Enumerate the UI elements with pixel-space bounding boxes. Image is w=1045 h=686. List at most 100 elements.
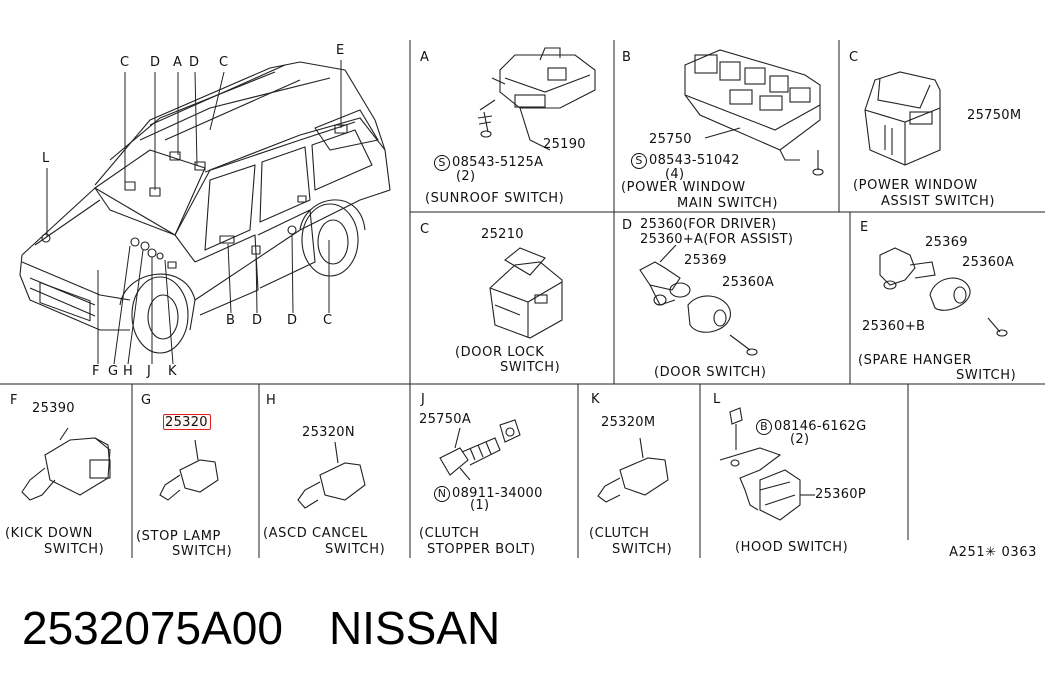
stop-lamp-switch-drawing — [159, 439, 219, 501]
callout-c: C — [120, 55, 130, 70]
panel-k-part-number: 25320M — [601, 415, 656, 430]
panel-e-part-c: 25360+B — [862, 319, 926, 334]
ascd-cancel-switch-drawing — [297, 441, 366, 509]
callout-c: C — [323, 313, 333, 328]
callout-j: J — [147, 364, 151, 379]
panel-c2-caption-1: (DOOR LOCK — [455, 345, 545, 360]
callout-d: D — [150, 55, 161, 70]
panel-e-caption-1: (SPARE HANGER — [858, 353, 973, 368]
panel-c1-caption-2: ASSIST SWITCH) — [881, 194, 995, 209]
panel-h-caption-1: (ASCD CANCEL — [263, 526, 368, 541]
panel-k-letter: K — [591, 392, 600, 407]
panel-a-part-number: 25190 — [543, 137, 586, 152]
panel-j-caption-1: (CLUTCH — [419, 526, 480, 541]
callout-a: A — [173, 55, 182, 70]
callout-d: D — [287, 313, 298, 328]
part-number-title: 2532075A00 — [22, 602, 283, 654]
panel-c2-letter: C — [420, 222, 430, 237]
panel-b-bolt-qty: (4) — [665, 167, 685, 182]
panel-e-part-a: 25369 — [925, 235, 968, 250]
panel-b-part-number: 25750 — [649, 132, 692, 147]
panel-e-caption-2: SWITCH) — [956, 368, 1017, 383]
panel-b-bolt-mark: S — [631, 153, 647, 169]
panel-f-caption-1: (KICK DOWN — [5, 526, 93, 541]
panel-j-letter: J — [421, 392, 425, 407]
vehicle-drawing — [19, 61, 391, 354]
panel-a-caption: (SUNROOF SWITCH) — [425, 191, 565, 206]
sunroof-switch-drawing — [477, 47, 596, 151]
panel-l-bolt-qty: (2) — [790, 432, 810, 447]
door-lock-switch-drawing — [489, 247, 563, 339]
callout-c: C — [219, 55, 229, 70]
panel-l-bolt-mark: B — [756, 419, 772, 435]
panel-g-part-number: 25320 — [165, 415, 208, 430]
panel-l-caption: (HOOD SWITCH) — [735, 540, 849, 555]
panel-b-caption-2: MAIN SWITCH) — [677, 196, 779, 211]
panel-g-caption-2: SWITCH) — [172, 544, 233, 559]
callout-f: F — [92, 364, 100, 379]
panel-b-letter: B — [622, 50, 631, 65]
callout-l: L — [42, 151, 50, 166]
panel-e-letter: E — [860, 220, 869, 235]
panel-d-part-c: 25360A — [722, 275, 775, 290]
kick-down-switch-drawing — [21, 427, 111, 501]
panel-j-nut-mark: N — [434, 486, 450, 502]
panel-b-caption-1: (POWER WINDOW — [621, 180, 746, 195]
panel-l-part-number: 25360P — [815, 487, 866, 502]
callout-d: D — [189, 55, 200, 70]
clutch-switch-drawing — [597, 437, 669, 503]
highlight-box — [163, 414, 211, 430]
callout-k: K — [168, 364, 177, 379]
panel-f-letter: F — [10, 393, 18, 408]
footer: 2532075A00 NISSAN — [22, 600, 546, 656]
panel-l-letter: L — [713, 392, 721, 407]
hood-switch-drawing — [719, 407, 815, 521]
panel-e-part-b: 25360A — [962, 255, 1015, 270]
panel-c1-letter: C — [849, 50, 859, 65]
panel-c2-caption-2: SWITCH) — [500, 360, 561, 375]
clutch-stopper-bolt-drawing — [439, 419, 521, 481]
brand-name: NISSAN — [328, 602, 501, 654]
panel-g-letter: G — [141, 393, 152, 408]
panel-d-caption: (DOOR SWITCH) — [654, 365, 767, 380]
callout-h: H — [123, 364, 133, 379]
panel-f-part-number: 25390 — [32, 401, 75, 416]
panel-d-part-line-2: 25360+A(FOR ASSIST) — [640, 232, 794, 247]
panel-j-nut-qty: (1) — [470, 498, 490, 513]
spare-hanger-switch-drawing — [879, 247, 1008, 337]
panel-j-nut-number: 08911-34000 — [452, 486, 543, 501]
callout-e: E — [336, 43, 345, 58]
panel-a-bolt-mark: S — [434, 155, 450, 171]
power-window-assist-switch-drawing — [864, 71, 941, 166]
panel-c1-part-number: 25750M — [967, 108, 1022, 123]
power-window-main-switch-drawing — [684, 49, 824, 176]
panel-c2-part-number: 25210 — [481, 227, 524, 242]
callout-d: D — [252, 313, 263, 328]
panel-d-letter: D — [622, 218, 633, 233]
diagram-reference-code: A251✳ 0363 — [949, 545, 1037, 560]
panel-d-part-line-1: 25360(FOR DRIVER) — [640, 217, 777, 232]
panel-k-caption-2: SWITCH) — [612, 542, 673, 557]
panel-j-caption-2: STOPPER BOLT) — [427, 542, 536, 557]
callout-g: G — [108, 364, 119, 379]
panel-a-bolt-number: 08543-5125A — [452, 155, 544, 170]
panel-h-part-number: 25320N — [302, 425, 355, 440]
panel-k-caption-1: (CLUTCH — [589, 526, 650, 541]
door-switch-drawing — [639, 244, 758, 356]
panel-a-bolt-qty: (2) — [456, 169, 476, 184]
panel-f-caption-2: SWITCH) — [44, 542, 105, 557]
panel-j-part-number: 25750A — [419, 412, 472, 427]
panel-h-letter: H — [266, 393, 276, 408]
panel-c1-caption-1: (POWER WINDOW — [853, 178, 978, 193]
panel-d-part-b: 25369 — [684, 253, 727, 268]
callout-b: B — [226, 313, 235, 328]
panel-a-letter: A — [420, 50, 429, 65]
panel-g-caption-1: (STOP LAMP — [136, 529, 221, 544]
panel-b-bolt-number: 08543-51042 — [649, 153, 740, 168]
panel-h-caption-2: SWITCH) — [325, 542, 386, 557]
